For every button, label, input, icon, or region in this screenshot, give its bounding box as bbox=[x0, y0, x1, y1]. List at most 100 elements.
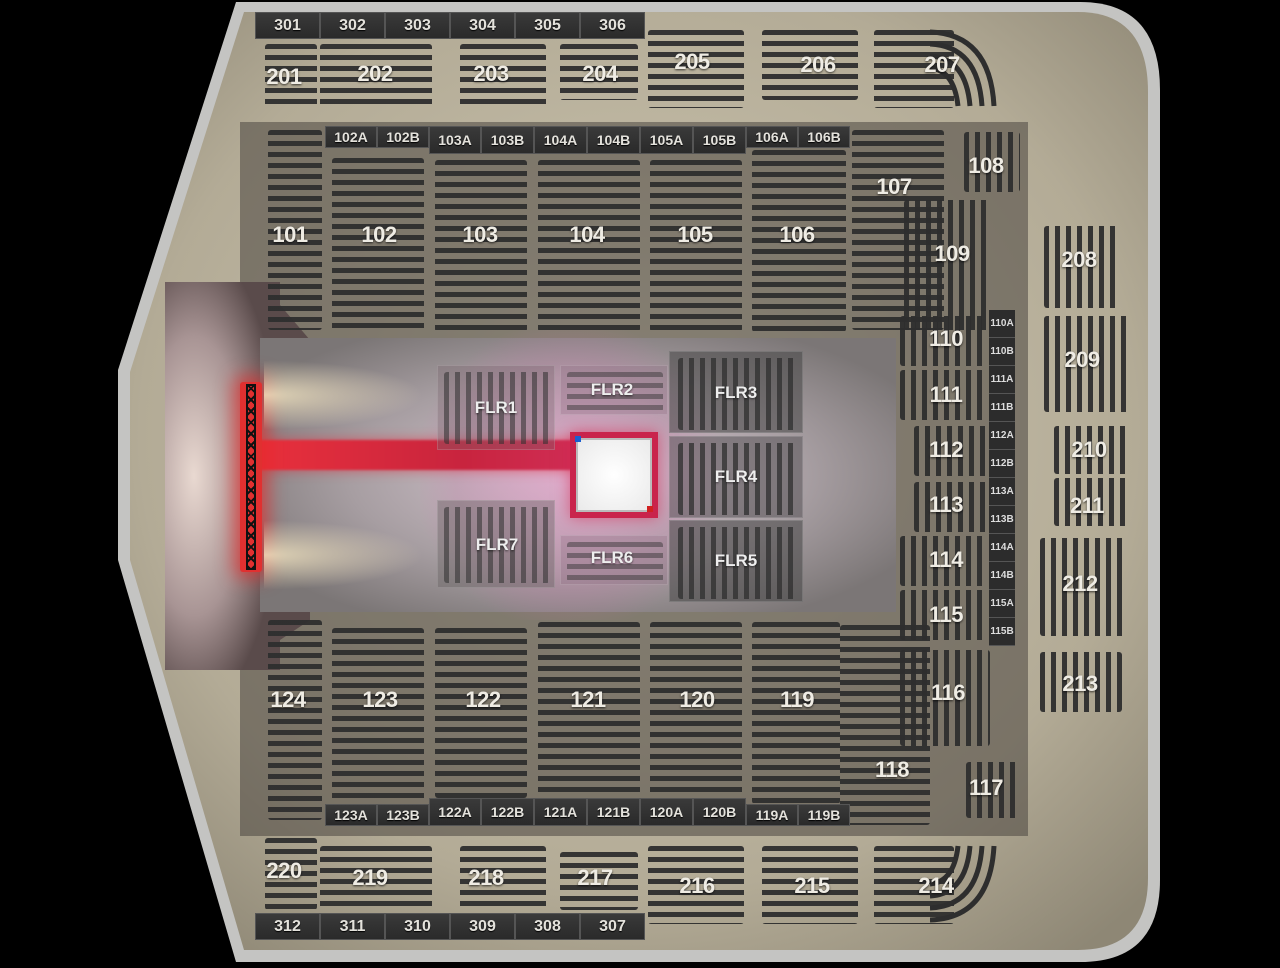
section-111-label[interactable]: 111 bbox=[929, 382, 963, 407]
section-102B[interactable]: 102B bbox=[377, 126, 429, 148]
section-211-rows[interactable] bbox=[1054, 478, 1130, 526]
section-FLR4[interactable] bbox=[669, 436, 803, 518]
section-123-rows[interactable] bbox=[332, 628, 424, 804]
section-113-label[interactable]: 113 bbox=[929, 492, 964, 517]
section-114-rows[interactable] bbox=[900, 536, 988, 586]
section-118-rows[interactable] bbox=[840, 625, 930, 825]
section-FLR6[interactable] bbox=[560, 535, 668, 585]
section-302[interactable]: 302 bbox=[320, 12, 385, 39]
section-113-rows[interactable] bbox=[914, 482, 988, 532]
section-122A[interactable]: 122A bbox=[429, 798, 481, 826]
section-110A[interactable]: 110A bbox=[989, 310, 1015, 338]
section-216-label[interactable]: 216 bbox=[679, 873, 715, 898]
section-218-label[interactable]: 218 bbox=[468, 865, 504, 890]
section-210-label[interactable]: 210 bbox=[1071, 437, 1107, 462]
section-FLR7[interactable] bbox=[437, 500, 555, 588]
section-115B[interactable]: 115B bbox=[989, 618, 1015, 646]
section-212-label[interactable]: 212 bbox=[1062, 571, 1098, 596]
section-201-label[interactable]: 201 bbox=[266, 64, 302, 89]
section-119-rows[interactable] bbox=[752, 622, 840, 804]
section-104A[interactable]: 104A bbox=[534, 126, 587, 154]
section-101-rows[interactable] bbox=[268, 130, 322, 330]
section-107-label[interactable]: 107 bbox=[876, 174, 912, 199]
section-122-rows[interactable] bbox=[435, 628, 527, 798]
ring[interactable] bbox=[576, 438, 652, 512]
section-106B[interactable]: 106B bbox=[798, 126, 850, 148]
section-201-rows[interactable] bbox=[265, 44, 317, 110]
section-306[interactable]: 306 bbox=[580, 12, 645, 39]
section-205-label[interactable]: 205 bbox=[674, 49, 710, 74]
section-114B[interactable]: 114B bbox=[989, 562, 1015, 590]
section-311[interactable]: 311 bbox=[320, 913, 385, 940]
section-220-rows[interactable] bbox=[265, 838, 317, 910]
section-121B[interactable]: 121B bbox=[587, 798, 640, 826]
section-109-rows[interactable] bbox=[904, 200, 992, 330]
section-114A[interactable]: 114A bbox=[989, 534, 1015, 562]
section-120A[interactable]: 120A bbox=[640, 798, 693, 826]
section-118-label[interactable]: 118 bbox=[875, 757, 910, 782]
section-110B[interactable]: 110B bbox=[989, 338, 1015, 366]
section-215-label[interactable]: 215 bbox=[794, 873, 830, 898]
section-106A[interactable]: 106A bbox=[746, 126, 798, 148]
section-307[interactable]: 307 bbox=[580, 913, 645, 940]
section-102A[interactable]: 102A bbox=[325, 126, 377, 148]
section-105A[interactable]: 105A bbox=[640, 126, 693, 154]
section-123B[interactable]: 123B bbox=[377, 804, 429, 826]
section-112-rows[interactable] bbox=[914, 426, 988, 476]
section-FLR3[interactable] bbox=[669, 351, 803, 433]
section-214-rows[interactable] bbox=[874, 846, 954, 924]
section-112-label[interactable]: 112 bbox=[929, 437, 964, 462]
section-112B[interactable]: 112B bbox=[989, 450, 1015, 478]
section-203-label[interactable]: 203 bbox=[473, 61, 509, 86]
section-108-rows[interactable] bbox=[964, 132, 1020, 192]
section-207-label[interactable]: 207 bbox=[924, 52, 960, 77]
section-120-label[interactable]: 120 bbox=[679, 687, 715, 712]
section-206-label[interactable]: 206 bbox=[800, 52, 836, 77]
section-303[interactable]: 303 bbox=[385, 12, 450, 39]
section-217-rows[interactable] bbox=[560, 852, 638, 910]
section-216-rows[interactable] bbox=[648, 846, 744, 924]
section-305[interactable]: 305 bbox=[515, 12, 580, 39]
section-309[interactable]: 309 bbox=[450, 913, 515, 940]
section-301[interactable]: 301 bbox=[255, 12, 320, 39]
section-FLR1[interactable] bbox=[437, 365, 555, 450]
section-215-rows[interactable] bbox=[762, 846, 858, 924]
section-FLR6-label[interactable]: FLR6 bbox=[590, 548, 634, 567]
section-202-rows[interactable] bbox=[320, 44, 432, 108]
section-121-label[interactable]: 121 bbox=[570, 687, 606, 712]
section-FLR4-label[interactable]: FLR4 bbox=[714, 467, 758, 486]
section-217-label[interactable]: 217 bbox=[577, 865, 613, 890]
section-101-label[interactable]: 101 bbox=[272, 222, 308, 247]
section-103-rows[interactable] bbox=[435, 160, 527, 332]
section-121-rows[interactable] bbox=[538, 622, 640, 798]
section-119B[interactable]: 119B bbox=[798, 804, 850, 826]
section-110-label[interactable]: 110 bbox=[929, 326, 964, 351]
section-113A[interactable]: 113A bbox=[989, 478, 1015, 506]
section-117-rows[interactable] bbox=[966, 762, 1020, 818]
section-209-label[interactable]: 209 bbox=[1064, 347, 1100, 372]
section-105B[interactable]: 105B bbox=[693, 126, 746, 154]
section-205-rows[interactable] bbox=[648, 30, 744, 108]
section-120-rows[interactable] bbox=[650, 622, 742, 798]
section-106-rows[interactable] bbox=[752, 150, 846, 332]
section-FLR5-label[interactable]: FLR5 bbox=[714, 551, 758, 570]
section-FLR3-label[interactable]: FLR3 bbox=[714, 383, 758, 402]
section-119A[interactable]: 119A bbox=[746, 804, 798, 826]
section-113B[interactable]: 113B bbox=[989, 506, 1015, 534]
section-109-label[interactable]: 109 bbox=[934, 241, 970, 266]
section-204-label[interactable]: 204 bbox=[582, 61, 618, 86]
section-103-label[interactable]: 103 bbox=[462, 222, 498, 247]
section-213-rows[interactable] bbox=[1040, 652, 1122, 712]
section-FLR1-label[interactable]: FLR1 bbox=[474, 398, 518, 417]
section-212-rows[interactable] bbox=[1040, 538, 1128, 636]
section-105-rows[interactable] bbox=[650, 160, 742, 332]
section-211-label[interactable]: 211 bbox=[1070, 493, 1105, 518]
section-111-rows[interactable] bbox=[900, 370, 988, 420]
section-102-rows[interactable] bbox=[332, 158, 424, 332]
section-115-label[interactable]: 115 bbox=[929, 602, 964, 627]
section-209-rows[interactable] bbox=[1044, 316, 1130, 412]
section-121A[interactable]: 121A bbox=[534, 798, 587, 826]
section-203-rows[interactable] bbox=[460, 44, 546, 108]
section-124-rows[interactable] bbox=[268, 620, 322, 820]
section-111B[interactable]: 111B bbox=[989, 394, 1015, 422]
